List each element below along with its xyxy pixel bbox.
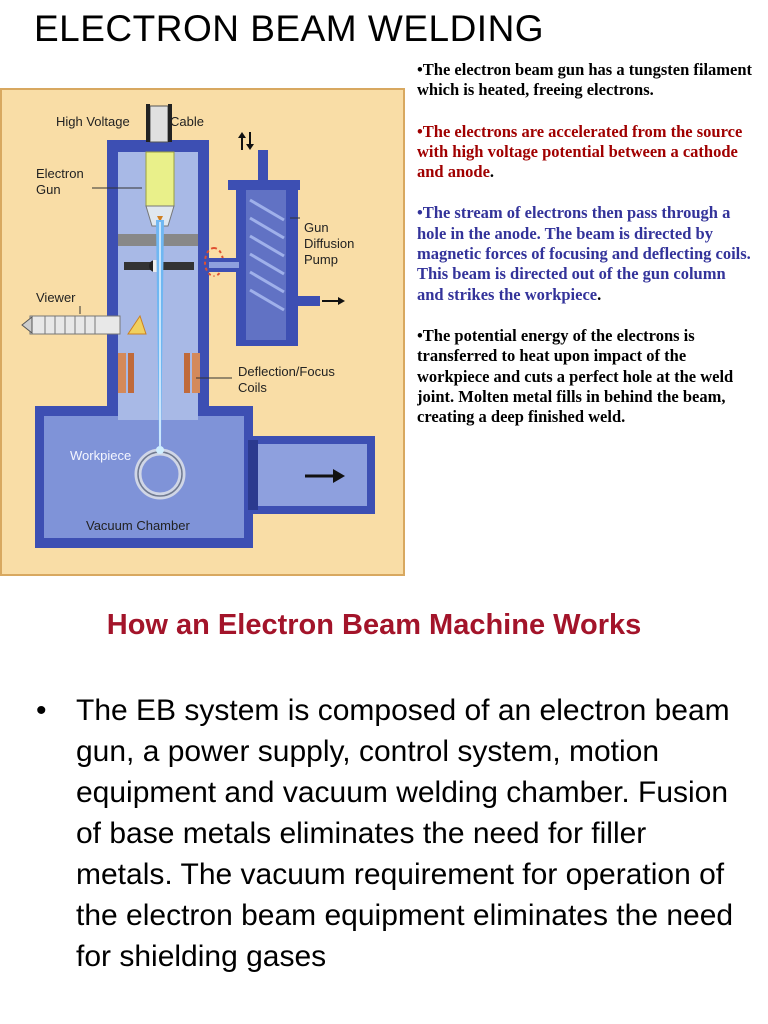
focus-coil-left-2	[128, 353, 134, 393]
focus-coil-right	[184, 353, 190, 393]
bullet-stream-period: .	[597, 284, 602, 304]
page-title: ELECTRON BEAM WELDING	[34, 8, 545, 49]
label-vacuum-chamber: Vacuum Chamber	[86, 518, 190, 533]
viewer-mirror	[127, 314, 147, 335]
pump-exhaust-arrow-icon	[338, 297, 345, 305]
label-deflection-2: Coils	[238, 380, 267, 395]
label-gun-diffusion-3: Pump	[304, 252, 338, 267]
process-bullets: •The electron beam gun has a tungsten fi…	[417, 60, 753, 568]
label-high-voltage: High Voltage	[56, 114, 130, 129]
main-bullet-list: • The EB system is composed of an electr…	[36, 690, 736, 977]
electron-beam-diagram: High Voltage Cable Electron Gun Gun Diff…	[0, 88, 405, 576]
arrow-up-icon	[238, 132, 246, 138]
bullet-stream-text: •The stream of electrons then pass throu…	[417, 203, 751, 304]
focus-coil-right-2	[192, 353, 200, 393]
label-cable: Cable	[170, 114, 204, 129]
bullet-accelerated-period: .	[489, 162, 495, 182]
bullet-stream: •The stream of electrons then pass throu…	[417, 203, 753, 304]
label-deflection-1: Deflection/Focus	[238, 364, 335, 379]
label-viewer: Viewer	[36, 290, 76, 305]
list-item-text: The EB system is composed of an electron…	[76, 694, 734, 973]
label-workpiece: Workpiece	[70, 448, 131, 463]
arrow-down-icon	[246, 144, 254, 150]
section-subtitle: How an Electron Beam Machine Works	[106, 609, 642, 641]
bullet-energy: •The potential energy of the electrons i…	[417, 325, 734, 427]
label-gun-diffusion-1: Gun	[304, 220, 329, 235]
bullet-mark: •	[36, 694, 47, 727]
electron-gun	[145, 151, 175, 207]
bullet-gun: •The electron beam gun has a tungsten fi…	[417, 60, 753, 100]
arrow-right-icon	[333, 469, 345, 483]
bullet-accelerated: •The electrons are accelerated from the …	[417, 122, 753, 183]
high-voltage-cable	[149, 105, 169, 143]
bullet-accelerated-text: •The electrons are accelerated from the …	[417, 121, 743, 182]
list-item: • The EB system is composed of an electr…	[36, 690, 736, 977]
focus-coil-left	[118, 353, 126, 393]
label-gun-diffusion-2: Diffusion	[304, 236, 354, 251]
label-electron: Electron	[36, 166, 84, 181]
label-gun: Gun	[36, 182, 61, 197]
